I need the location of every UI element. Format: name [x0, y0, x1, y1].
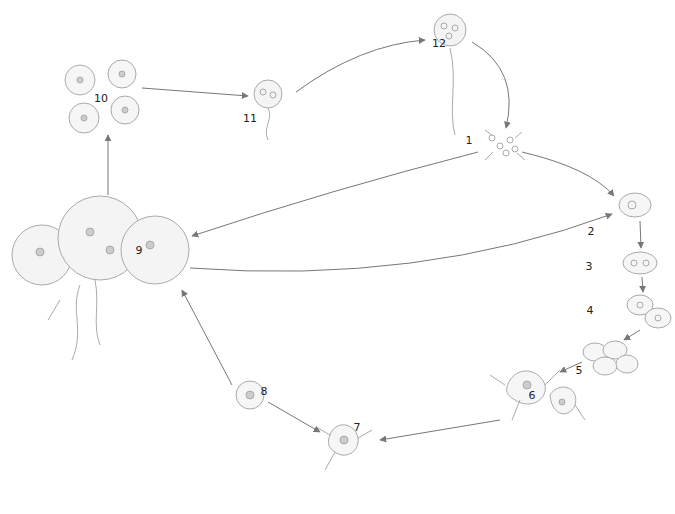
callout-number: 11 [243, 113, 257, 124]
callout-anchor: 10 [94, 93, 108, 104]
spores [485, 130, 525, 160]
callout-number: 9 [136, 245, 143, 256]
callout-number: 7 [354, 422, 361, 433]
callout-anchor: 5 [576, 365, 583, 376]
stalk [266, 108, 269, 140]
amoeba [619, 193, 651, 217]
callout-anchor: 8 [261, 386, 268, 397]
callout-number: 4 [587, 305, 594, 316]
callout-anchor: 1 [466, 135, 473, 146]
callout-number: 5 [576, 365, 583, 376]
callout-anchor: 6 [529, 390, 536, 401]
amoebae [490, 370, 585, 420]
cell [623, 252, 657, 274]
callout-anchor: 2 [588, 226, 595, 237]
cell-cluster [583, 341, 638, 375]
callout-number: 8 [261, 386, 268, 397]
cell [236, 381, 264, 409]
callout-anchor: 9 [136, 245, 143, 256]
callout-number: 10 [94, 93, 108, 104]
callout-number: 6 [529, 390, 536, 401]
callout-anchor: 3 [586, 261, 593, 272]
callout-anchor: 4 [587, 305, 594, 316]
cycle-arrows [108, 40, 643, 440]
callout-anchor: 12 [432, 38, 446, 49]
pseudopod [48, 280, 100, 360]
callout-anchor: 11 [243, 113, 257, 124]
callout-anchor: 7 [354, 422, 361, 433]
stalk [450, 48, 455, 135]
amoeba [318, 425, 372, 470]
callout-number: 12 [432, 38, 446, 49]
callout-number: 2 [588, 226, 595, 237]
sporangium [254, 80, 282, 108]
aggregate [12, 196, 189, 285]
cysts [65, 60, 139, 133]
callout-number: 3 [586, 261, 593, 272]
callout-number: 1 [466, 135, 473, 146]
